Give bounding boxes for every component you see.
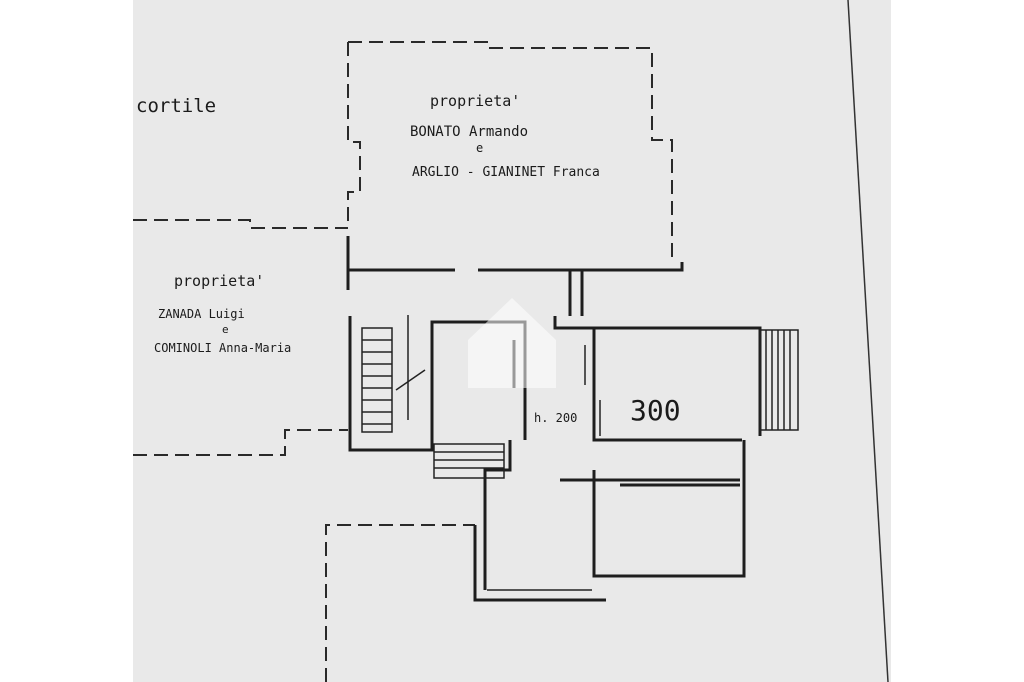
north-owner-and: e <box>476 141 483 155</box>
west-owner-title: proprieta' <box>174 272 264 290</box>
west-owner-and: e <box>222 323 229 336</box>
north-property-boundary <box>348 41 673 262</box>
north-owner-title: proprieta' <box>430 92 520 110</box>
west-owner-2: COMINOLI Anna-Maria <box>154 341 291 355</box>
north-property-west-boundary <box>347 42 361 222</box>
west-property-top-boundary <box>133 219 348 229</box>
courtyard-label: cortile <box>136 95 216 117</box>
ceiling-height-note: h. 200 <box>534 411 577 425</box>
west-owner-1: ZANADA Luigi <box>158 307 245 321</box>
staircase <box>361 315 426 433</box>
house-logo-watermark <box>468 298 556 388</box>
south-property-boundary <box>325 524 475 682</box>
balcony-railing <box>759 329 799 431</box>
entry-steps <box>433 443 505 479</box>
north-owner-1: BONATO Armando <box>410 124 528 140</box>
west-property-bottom-boundary <box>133 429 348 456</box>
north-owner-2: ARGLIO - GIANINET Franca <box>412 165 600 180</box>
sheet-edge-line <box>847 0 889 682</box>
ceiling-height-main: 300 <box>630 394 681 427</box>
